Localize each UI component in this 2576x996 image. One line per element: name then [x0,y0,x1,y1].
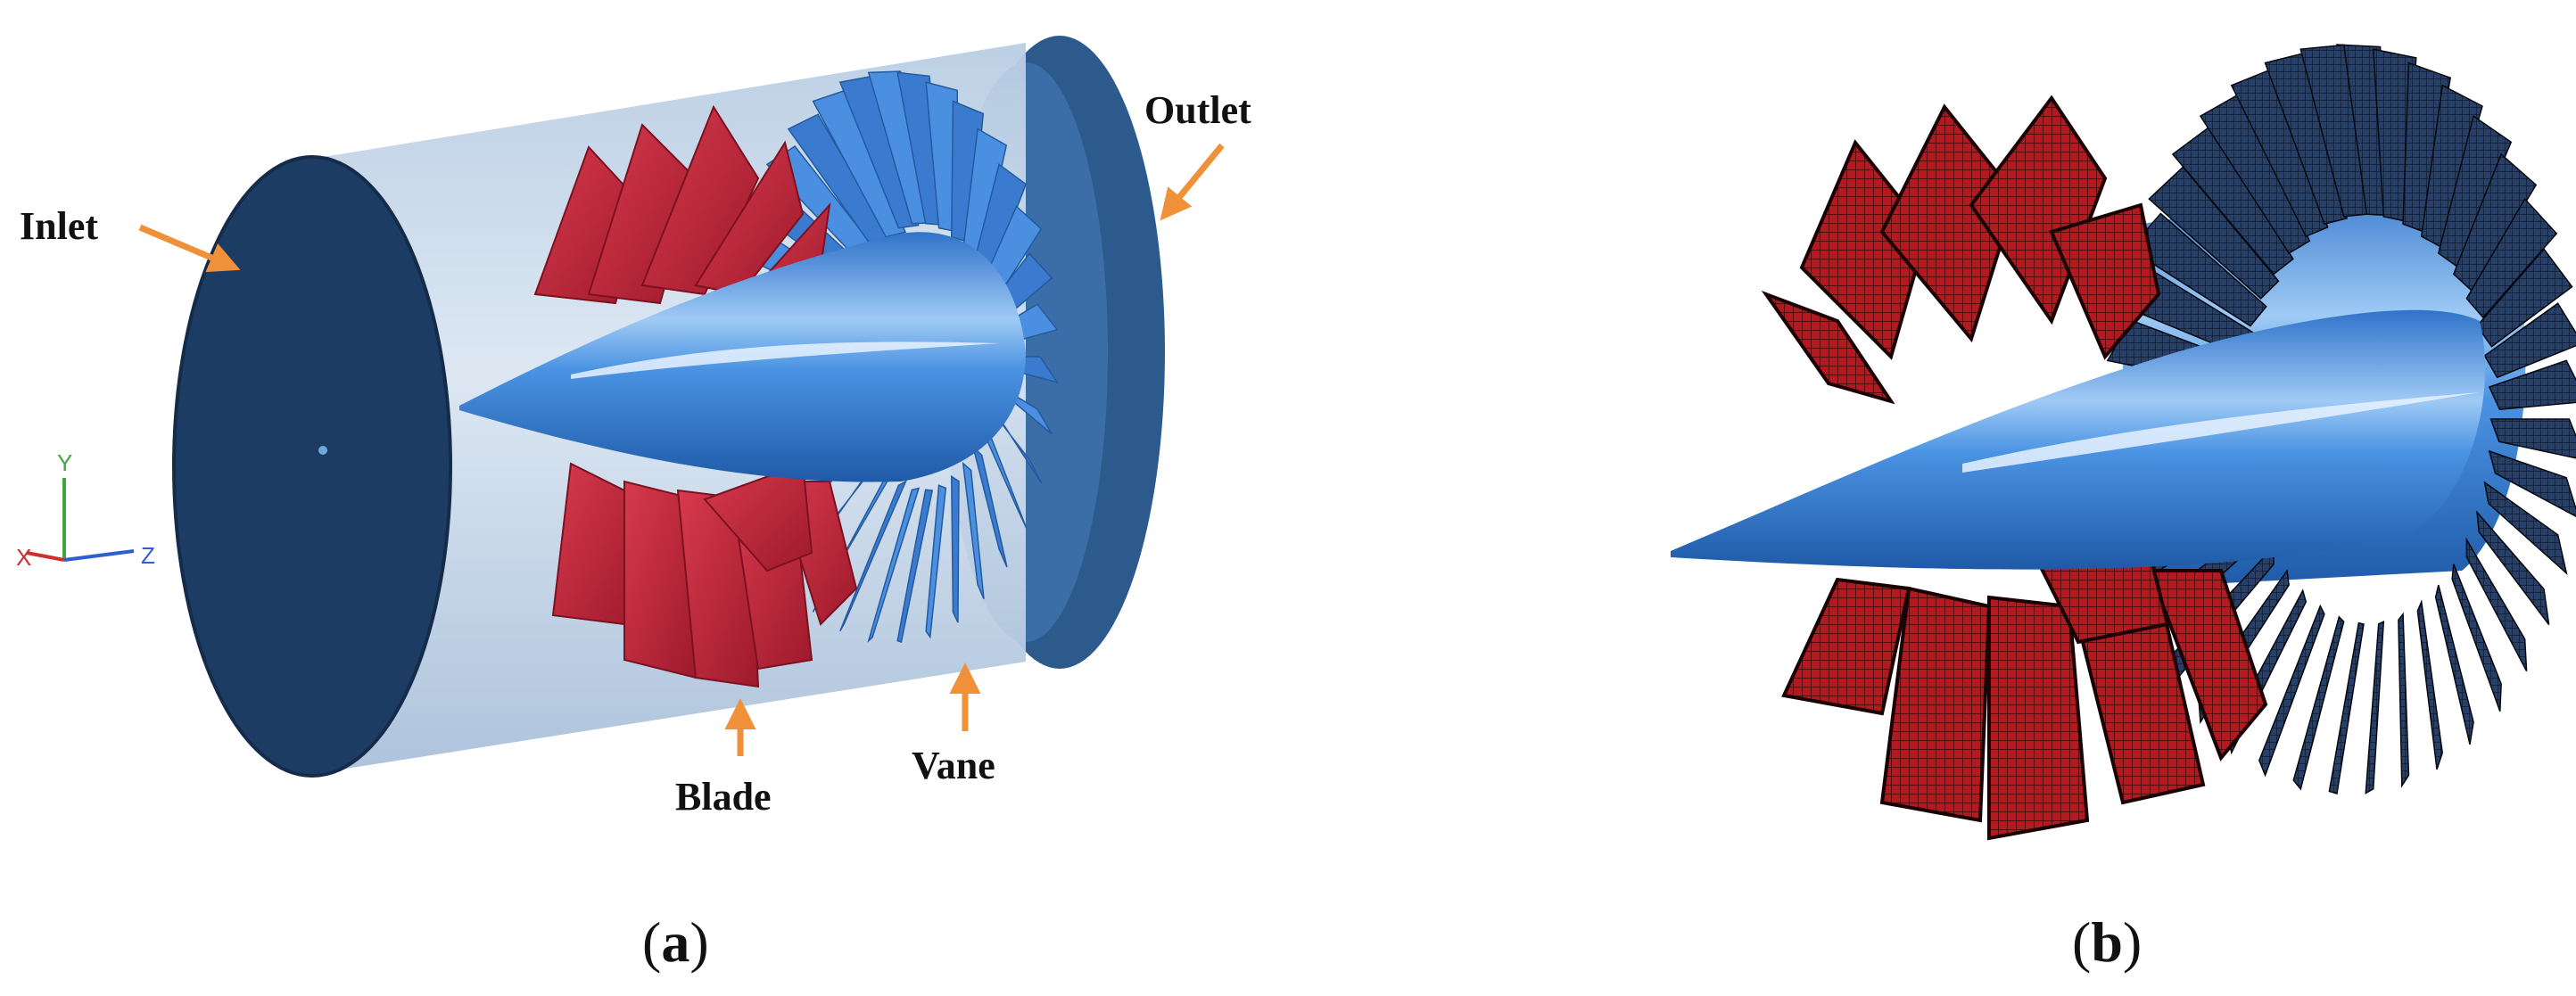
vane [896,489,934,643]
inlet-center-dot [318,446,327,455]
mesh-vane [2398,612,2410,788]
mesh-vane [2437,114,2513,269]
axis-triad: Y Z X [16,449,155,571]
mesh-blade [1987,595,2090,841]
hub-highlight [571,342,999,379]
mesh-vane [2465,197,2558,319]
panel-b: (b) [1671,44,2576,974]
mesh-blade [1781,577,1911,716]
vane [925,484,947,639]
vane [951,474,960,623]
vane [962,461,985,599]
mesh-vane [2365,620,2385,794]
caption-a-close: ) [689,910,708,974]
mesh-spinner [1671,309,2486,570]
mesh-vane [2402,62,2452,234]
mesh-vane [2416,599,2443,770]
mesh-vane [2483,302,2576,379]
caption-b-open: ( [2072,910,2091,974]
mesh-vane [2488,359,2576,410]
axis-z-label: Z [141,542,155,569]
mesh-vane [2465,537,2528,672]
mesh-spinner-highlight [1962,392,2480,473]
panel-a: Inlet Outlet Blade Vane Y Z X (a) [16,36,1251,974]
mesh-vane [2476,510,2550,626]
mesh-vane [2488,449,2576,517]
inlet-arrow [138,224,241,273]
mesh-vane [2434,584,2474,745]
mesh-vane [2299,44,2368,218]
vane [839,480,907,632]
inlet-label: Inlet [20,204,98,248]
mesh-blade [2147,569,2268,761]
caption-b: (b) [2072,910,2142,974]
caption-b-letter: b [2091,910,2123,974]
outlet-arrow [1160,143,1225,221]
mesh-vane [2489,418,2576,459]
mesh-blade [1761,290,1895,405]
blade-row [533,104,867,688]
vane-label: Vane [912,744,995,787]
mesh-vane [2476,248,2573,348]
vane [867,487,921,643]
caption-b-close: ) [2123,910,2142,974]
vane [971,444,1008,568]
mesh-vane [2452,152,2538,292]
mesh-vane-row [2103,44,2576,794]
blade-label: Blade [675,775,772,819]
mesh-vane [2292,615,2345,791]
mesh-vane [2128,212,2267,327]
blade [640,104,760,296]
caption-a: (a) [642,910,709,974]
axis-y-label: Y [57,449,72,476]
mesh-vane [2328,621,2365,794]
mesh-blade [2049,202,2161,360]
outlet-label: Outlet [1144,88,1251,132]
mesh-vane [2451,564,2502,712]
inlet-face [172,155,452,778]
mesh-vane [2258,604,2325,778]
mesh-vane [2483,481,2568,575]
mesh-vane [2420,84,2483,249]
mesh-blade [1879,586,1992,823]
caption-a-open: ( [642,910,661,974]
caption-a-letter: a [661,910,689,974]
axis-x-label: X [16,544,31,571]
